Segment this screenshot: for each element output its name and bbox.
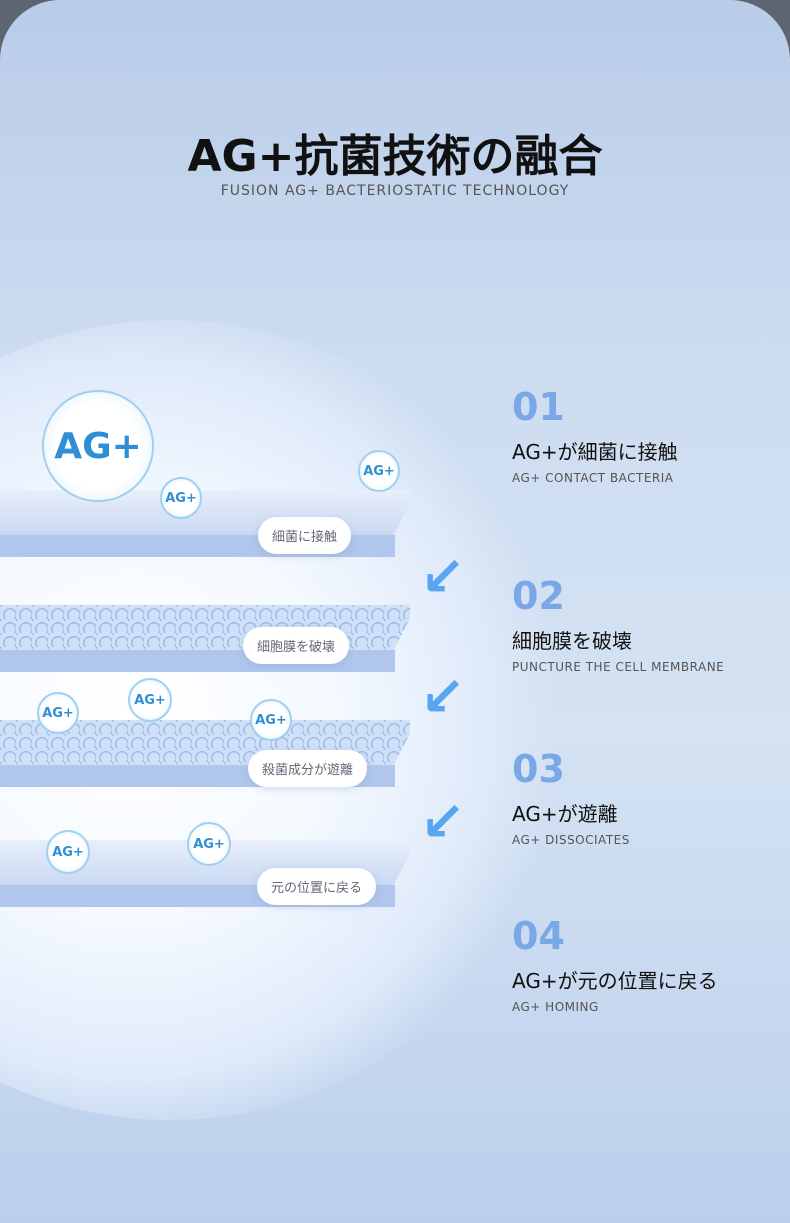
ag-ion-icon: AG+ — [187, 822, 231, 866]
page-title: AG+抗菌技術の融合 — [187, 131, 603, 182]
ag-ion-icon: AG+ — [128, 678, 172, 722]
step-title: AG+が細菌に接触 — [512, 440, 678, 464]
step-1: 01 AG+が細菌に接触 AG+ CONTACT BACTERIA — [512, 388, 678, 485]
layer-1 — [0, 490, 410, 560]
ag-ion-icon: AG+ — [42, 390, 154, 502]
step-subtitle: AG+ CONTACT BACTERIA — [512, 471, 674, 485]
step-subtitle: PUNCTURE THE CELL MEMBRANE — [512, 660, 725, 674]
step-2: 02 細胞膜を破壊 PUNCTURE THE CELL MEMBRANE — [512, 577, 724, 674]
ag-ion-icon: AG+ — [160, 477, 202, 519]
ag-ion-icon: AG+ — [358, 450, 400, 492]
arrow-down-icon: ↙ — [420, 665, 466, 728]
layer-label: 細胞膜を破壊 — [243, 627, 350, 664]
layer-label: 細菌に接触 — [258, 517, 352, 554]
step-4: 04 AG+が元の位置に戻る AG+ HOMING — [512, 917, 718, 1014]
layer-label: 殺菌成分が遊離 — [248, 750, 368, 787]
step-number: 01 — [512, 385, 565, 429]
step-subtitle: AG+ HOMING — [512, 1000, 599, 1014]
page-subtitle: FUSION AG+ BACTERIOSTATIC TECHNOLOGY — [220, 183, 570, 199]
layer-label: 元の位置に戻る — [257, 868, 377, 905]
step-number: 02 — [512, 574, 565, 618]
step-number: 03 — [512, 747, 565, 791]
step-3: 03 AG+が遊離 AG+ DISSOCIATES — [512, 750, 630, 847]
step-title: AG+が遊離 — [512, 802, 618, 826]
ag-ion-icon: AG+ — [46, 830, 90, 874]
arrow-down-icon: ↙ — [420, 545, 466, 608]
step-title: AG+が元の位置に戻る — [512, 969, 718, 993]
arrow-down-icon: ↙ — [420, 790, 466, 853]
step-subtitle: AG+ DISSOCIATES — [512, 833, 630, 847]
layer-2 — [0, 605, 410, 675]
step-number: 04 — [512, 914, 565, 958]
ag-ion-icon: AG+ — [250, 699, 292, 741]
ag-ion-icon: AG+ — [37, 692, 79, 734]
step-title: 細胞膜を破壊 — [512, 629, 632, 653]
